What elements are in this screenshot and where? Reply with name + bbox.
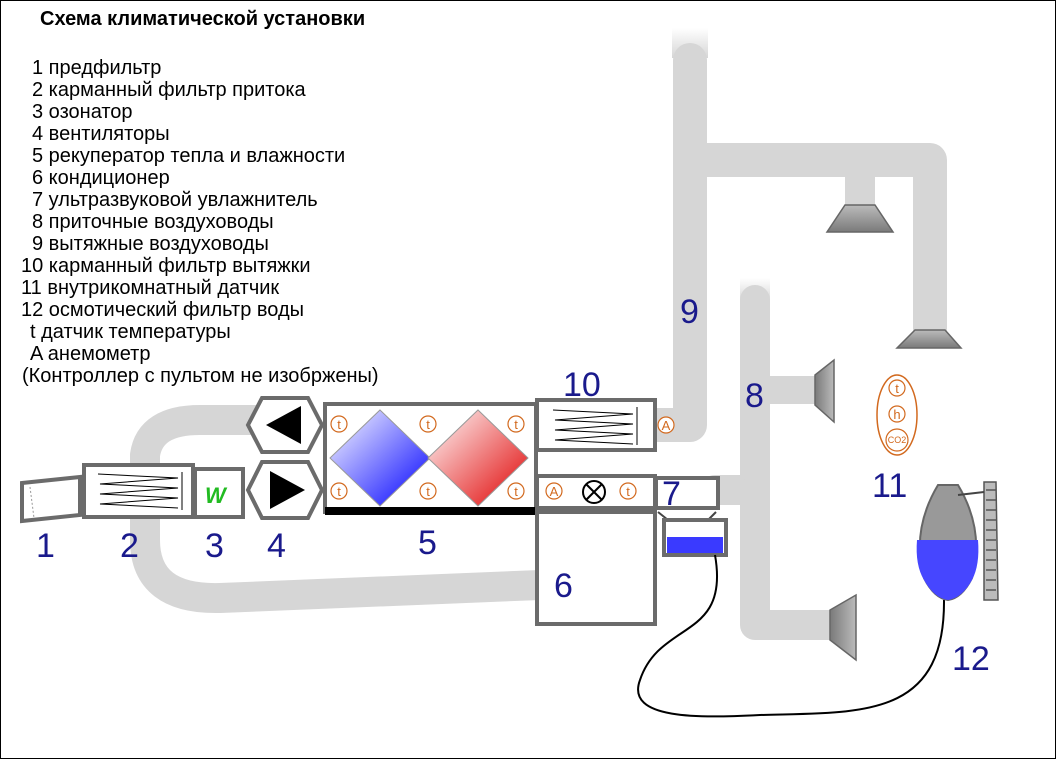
number-9: 9 [680, 293, 699, 331]
temperature-sensors: t t t t t t t [330, 415, 637, 500]
number-1: 1 [36, 527, 55, 565]
number-12: 12 [952, 640, 990, 678]
room-humidity-sensor: h [893, 407, 900, 422]
recuperator-base [325, 507, 536, 515]
diffusers [814, 204, 963, 662]
anemometers: A A [545, 416, 675, 500]
number-10: 10 [563, 366, 601, 404]
exhaust-duct-fade [672, 28, 708, 58]
exhaust-duct [638, 43, 707, 442]
temperature-sensor: t [426, 484, 430, 499]
diffuser-icon [825, 204, 895, 233]
number-8: 8 [745, 377, 764, 415]
number-4: 4 [267, 527, 286, 565]
supply-duct-lower [740, 475, 845, 640]
component-numbers: 1 2 3 4 5 6 7 8 9 10 11 12 [36, 293, 990, 678]
conditioner [535, 510, 657, 626]
temperature-sensor: t [514, 417, 518, 432]
water-hose [637, 554, 946, 718]
number-2: 2 [120, 527, 139, 565]
osmotic-water [916, 540, 979, 600]
ozonator-symbol: W [205, 483, 228, 508]
heat-exchanger-hot [427, 409, 529, 507]
temperature-sensor: t [426, 417, 430, 432]
number-5: 5 [418, 524, 437, 562]
humidifier-water [667, 537, 723, 553]
supply-duct-fade [740, 278, 770, 302]
exhaust-branch-duct [673, 143, 947, 347]
diffuser-icon [814, 358, 835, 424]
exhaust-fan-arrow-icon [266, 406, 301, 444]
room-temperature-sensor: t [895, 381, 899, 396]
room-sensor: t h CO2 [876, 374, 918, 456]
fans [245, 396, 325, 520]
osmotic-filter [916, 481, 999, 602]
prefilter [20, 474, 82, 524]
humidifier [654, 476, 728, 557]
temperature-sensor: t [514, 484, 518, 499]
diffuser-icon [829, 593, 857, 662]
number-6: 6 [554, 567, 573, 605]
temperature-sensor: t [337, 417, 341, 432]
ozonator: W [193, 467, 245, 519]
recirculation-duct [130, 405, 555, 614]
exhaust-pocket-filter [535, 398, 657, 452]
temperature-sensor: t [337, 484, 341, 499]
anemometer-supply: A [550, 484, 559, 499]
anemometer-exhaust: A [662, 418, 671, 433]
diffuser-icon [895, 329, 963, 349]
heat-exchanger-cold [329, 409, 431, 507]
supply-pocket-filter [82, 463, 195, 519]
room-co2-sensor: CO2 [888, 435, 907, 445]
temperature-sensor: t [626, 484, 630, 499]
number-7: 7 [662, 475, 681, 513]
number-11: 11 [872, 467, 907, 505]
supply-fan-arrow-icon [270, 471, 305, 509]
number-3: 3 [205, 527, 224, 565]
